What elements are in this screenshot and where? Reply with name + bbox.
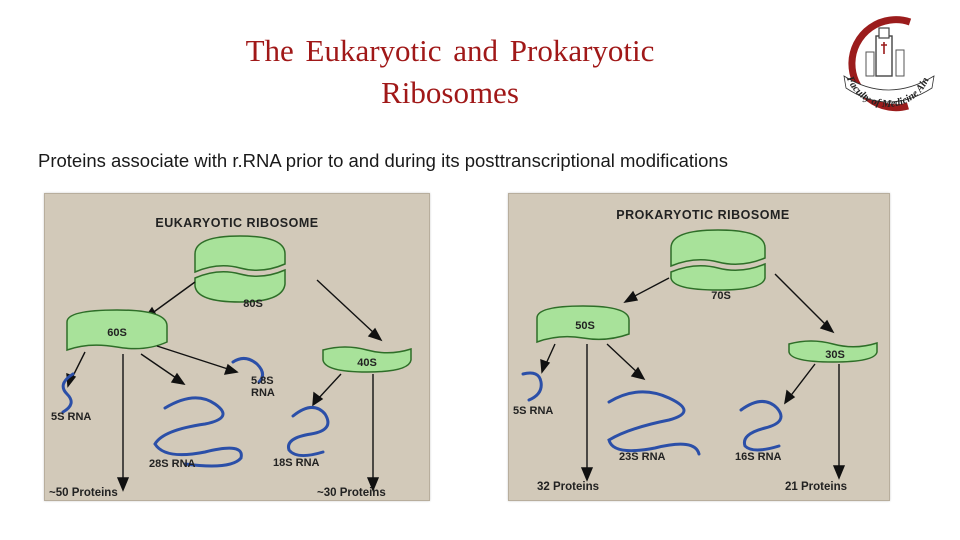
- label-50s: 50S: [575, 320, 595, 332]
- label-30s: 30S: [825, 349, 845, 361]
- label-70s: 70S: [711, 290, 731, 302]
- rna-18s-strand: [286, 406, 330, 457]
- label-5s-rna: 5S RNA: [513, 405, 553, 417]
- label-21-proteins: 21 Proteins: [785, 481, 847, 493]
- label-80s: 80S: [243, 298, 263, 310]
- arrows-50s: [540, 343, 646, 482]
- label-50-proteins: ~50 Proteins: [49, 487, 118, 499]
- subunit-40s: [322, 346, 412, 373]
- rna-28s-strand: [153, 396, 243, 468]
- label-58s-line1: 5.8S: [251, 375, 274, 387]
- slide-subtitle: Proteins associate with r.RNA prior to a…: [38, 150, 728, 171]
- prokaryotic-panel: PROKARYOTIC RIBOSOME 70S 50S 30S: [508, 193, 890, 501]
- rna-58s-strand: [231, 357, 264, 384]
- label-23s-rna: 23S RNA: [619, 451, 666, 463]
- subunit-30s: [788, 340, 878, 363]
- slide-title: The Eukaryotic and Prokaryotic Ribosomes: [150, 30, 750, 114]
- title-line-2: Ribosomes: [381, 75, 519, 110]
- arrows-70s: [623, 273, 835, 334]
- rna-5s-strand: [61, 372, 75, 414]
- label-30-proteins: ~30 Proteins: [317, 487, 386, 499]
- prokaryotic-heading: PROKARYOTIC RIBOSOME: [616, 208, 789, 222]
- rna-strands-prokaryotic: [521, 371, 783, 456]
- eukaryotic-diagram: EUKARYOTIC RIBOSOME 80S 60S 40S: [49, 216, 412, 499]
- label-5s-rna: 5S RNA: [51, 411, 91, 423]
- label-28s-rna: 28S RNA: [149, 458, 196, 470]
- label-40s: 40S: [357, 357, 377, 369]
- label-58s-line2: RNA: [251, 387, 275, 399]
- university-logo: Faculty of Medicine Ain Shams University: [838, 14, 935, 112]
- rna-23s-strand: [607, 390, 701, 456]
- ribosome-70s: [670, 229, 766, 291]
- subunit-60s: [66, 309, 168, 352]
- prokaryotic-diagram: PROKARYOTIC RIBOSOME 70S 50S 30S: [513, 208, 878, 493]
- eukaryotic-panel: EUKARYOTIC RIBOSOME 80S 60S 40S: [44, 193, 430, 501]
- rna-16s-strand: [739, 400, 783, 452]
- label-32-proteins: 32 Proteins: [537, 481, 599, 493]
- rna-5s-strand: [521, 371, 543, 402]
- ribosome-80s: [194, 235, 286, 303]
- label-18s-rna: 18S RNA: [273, 457, 320, 469]
- label-16s-rna: 16S RNA: [735, 451, 782, 463]
- label-60s: 60S: [107, 327, 127, 339]
- title-line-1: The Eukaryotic and Prokaryotic: [245, 33, 655, 68]
- arrows-40s: [312, 373, 380, 492]
- rna-strands-eukaryotic: [61, 357, 330, 468]
- arrows-30s: [784, 363, 846, 480]
- eukaryotic-heading: EUKARYOTIC RIBOSOME: [155, 216, 318, 230]
- subunit-50s: [536, 305, 630, 344]
